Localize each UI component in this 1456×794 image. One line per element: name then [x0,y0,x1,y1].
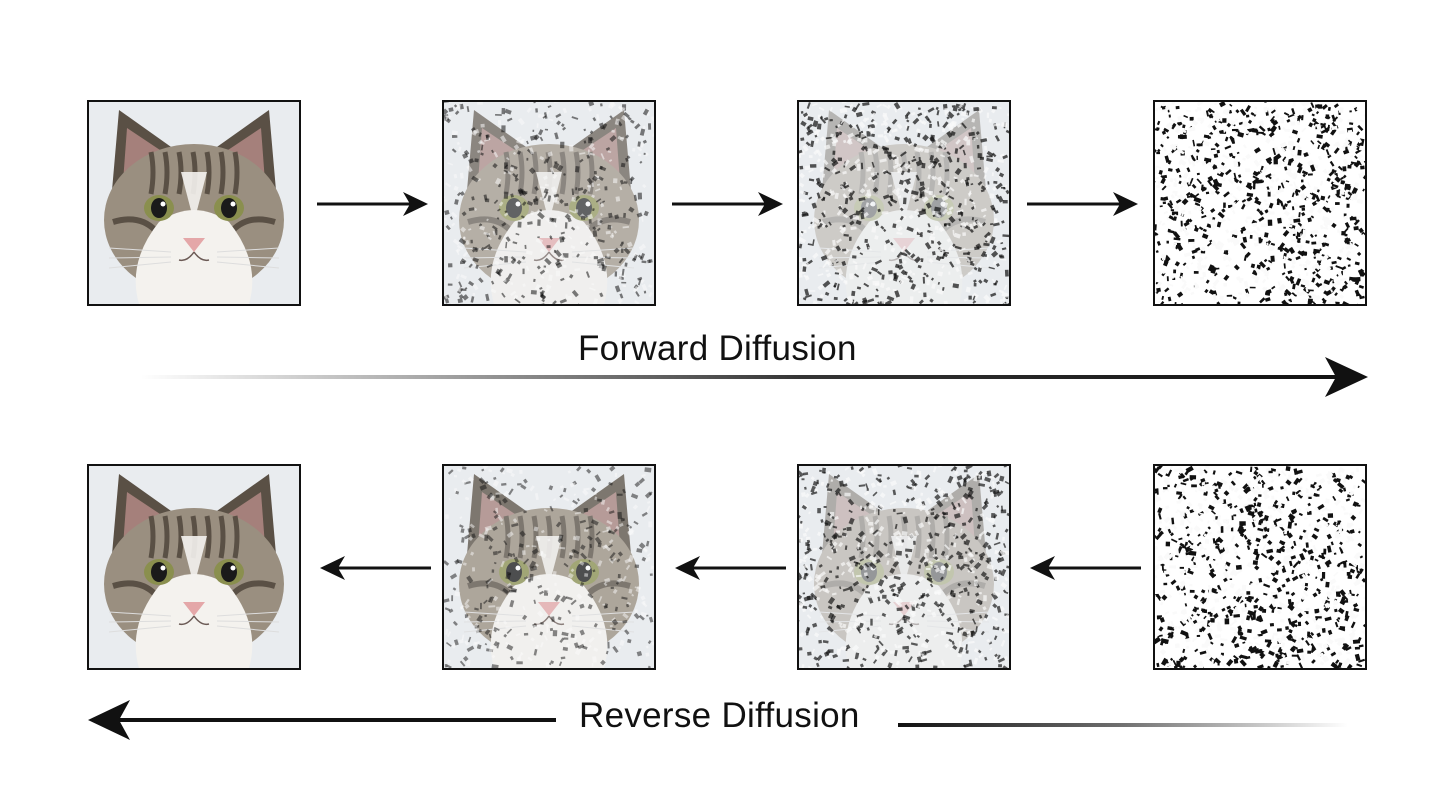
lightly-noised-cat-image [444,102,654,304]
arrow-left-icon [315,553,433,588]
forward-frame-2 [442,100,656,306]
arrow-right-icon [670,189,788,224]
reverse-diffusion-arrow-icon [86,698,566,747]
pure-noise-image [1155,102,1365,304]
lightly-noised-cat-image [444,466,654,668]
reverse-frame-3 [797,464,1011,670]
heavily-noised-cat-image [799,102,1009,304]
reverse-frame-1 [87,464,301,670]
forward-frame-4 [1153,100,1367,306]
pure-noise-image [1155,466,1365,668]
reverse-diffusion-label: Reverse Diffusion [579,696,860,735]
reverse-frame-4 [1153,464,1367,670]
recovered-cat-image [89,466,299,668]
clean-cat-image [89,102,299,304]
heavily-noised-cat-image [799,466,1009,668]
arrow-left-icon [670,553,788,588]
forward-frame-3 [797,100,1011,306]
forward-diffusion-arrow-icon [140,355,1375,404]
arrow-right-icon [1025,189,1143,224]
forward-diffusion-label: Forward Diffusion [578,329,857,368]
forward-frame-1 [87,100,301,306]
arrow-right-icon [315,189,433,224]
arrow-left-icon [1025,553,1143,588]
reverse-diffusion-fade-line [898,716,1348,734]
reverse-frame-2 [442,464,656,670]
